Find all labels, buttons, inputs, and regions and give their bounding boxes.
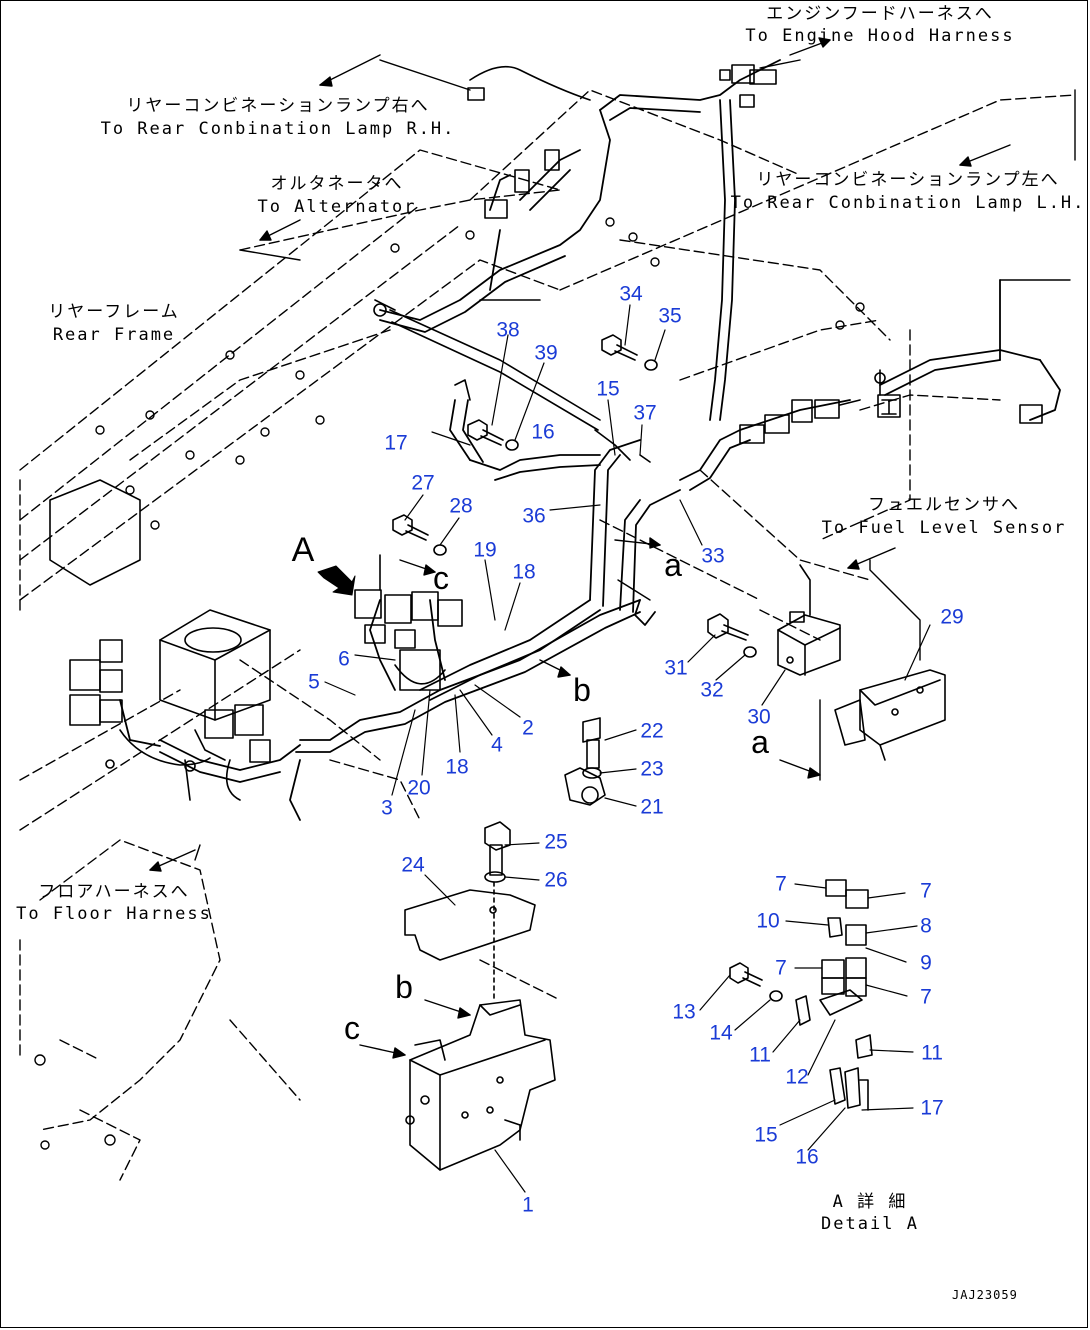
- callout-36: 36: [522, 504, 546, 528]
- callout-21: 21: [640, 795, 664, 819]
- callout-2: 2: [522, 716, 534, 740]
- detail-callout-7-c: 7: [775, 956, 787, 980]
- top-connectors: [373, 64, 777, 317]
- relay-cluster: [354, 554, 463, 691]
- detail-a-label-jp: A 詳 細: [832, 1192, 908, 1212]
- callout-33: 33: [701, 544, 725, 568]
- rear-frame-label-en: Rear Frame: [52, 325, 176, 345]
- fuel-sensor-label-en: To Fuel Level Sensor: [821, 518, 1067, 538]
- detail-callout-11-a: 11: [749, 1043, 771, 1067]
- callout-30: 30: [747, 705, 771, 729]
- rear-frame-label-jp: リヤーフレーム: [48, 302, 180, 322]
- left-connectors: [69, 639, 271, 763]
- direction-arrows: [149, 37, 1076, 1059]
- engine-hood-label-en: To Engine Hood Harness: [745, 26, 1015, 46]
- rear-comb-rh-label-en: To Rear Conbination Lamp R.H.: [100, 119, 456, 139]
- callout-29: 29: [940, 605, 964, 629]
- floor-harness-label-en: To Floor Harness: [16, 904, 212, 924]
- callout-17: 17: [384, 431, 408, 455]
- view-letter-a-top: a: [664, 547, 682, 583]
- callout-1: 1: [522, 1193, 534, 1217]
- view-letter-b-top: b: [573, 672, 591, 708]
- tank-block: [49, 479, 271, 721]
- view-a-arrow: [317, 565, 356, 596]
- view-letter-b-bottom: b: [395, 969, 413, 1005]
- callout-31: 31: [664, 656, 688, 680]
- detail-callout-7-a: 7: [775, 872, 787, 896]
- callout-3: 3: [381, 796, 393, 820]
- rear-comb-lh-label-jp: リヤーコンビネーションランプ左へ: [756, 170, 1060, 190]
- detail-callout-14: 14: [709, 1021, 733, 1045]
- callout-26: 26: [544, 868, 568, 892]
- fuel-sensor-bracket: [834, 669, 946, 761]
- detail-callout-16: 16: [795, 1145, 819, 1169]
- callout-6: 6: [338, 647, 350, 671]
- detail-callout-13: 13: [672, 1000, 696, 1024]
- view-letter-a-bottom: a: [751, 724, 769, 760]
- detail-callout-10: 10: [756, 909, 780, 933]
- part-24-25-26: [404, 821, 536, 1001]
- rear-comb-lh-label-en: To Rear Conbination Lamp L.H.: [730, 193, 1086, 213]
- view-letter-A: A: [291, 531, 315, 569]
- bolt-parts: [389, 299, 658, 556]
- callout-39: 39: [534, 341, 558, 365]
- callout-22: 22: [640, 719, 664, 743]
- detail-callout-8: 8: [920, 914, 932, 938]
- frame-holes: [34, 217, 865, 1150]
- bolt-31: [707, 613, 757, 658]
- main-harness: [119, 59, 1061, 821]
- callout-35: 35: [658, 304, 682, 328]
- part-1-box: [405, 999, 556, 1171]
- callout-4: 4: [491, 733, 503, 757]
- alternator-label-en: To Alternator: [257, 197, 417, 217]
- callout-37: 37: [633, 401, 657, 425]
- detail-a-parts: [729, 879, 873, 1111]
- callout-19: 19: [473, 538, 497, 562]
- callout-15: 15: [596, 377, 620, 401]
- detail-a-label-en: Detail A: [821, 1214, 919, 1234]
- view-letter-c-bottom: c: [344, 1010, 360, 1046]
- alternator-label-jp: オルタネータへ: [270, 174, 404, 194]
- part-21-22-23: [564, 717, 606, 806]
- detail-callout-7-b: 7: [920, 879, 932, 903]
- callout-16: 16: [531, 420, 555, 444]
- leader-lines: [324, 304, 931, 1193]
- callout-32: 32: [700, 678, 724, 702]
- callout-28: 28: [449, 494, 473, 518]
- bottom-cables: [105, 729, 241, 801]
- fuel-sensor-unit: [777, 564, 841, 676]
- detail-callout-7-d: 7: [920, 985, 932, 1009]
- detail-callout-12: 12: [785, 1065, 809, 1089]
- callout-18-bottom: 18: [445, 755, 469, 779]
- callout-24: 24: [401, 853, 425, 877]
- engine-hood-label-jp: エンジンフードハーネスへ: [766, 4, 994, 24]
- callout-18-top: 18: [512, 560, 536, 584]
- rear-comb-rh-label-jp: リヤーコンビネーションランプ右へ: [126, 96, 430, 116]
- callout-27: 27: [411, 471, 435, 495]
- callout-20: 20: [407, 776, 431, 800]
- view-letter-c-top: c: [433, 560, 449, 596]
- callout-38: 38: [496, 318, 520, 342]
- callout-25: 25: [544, 830, 568, 854]
- detail-callout-17: 17: [920, 1096, 944, 1120]
- drawing-code: JAJ23059: [952, 1288, 1018, 1302]
- fuel-sensor-label-jp: フュエルセンサへ: [868, 495, 1020, 515]
- detail-callout-15: 15: [754, 1123, 778, 1147]
- detail-callout-11-b: 11: [921, 1041, 943, 1065]
- callout-34: 34: [619, 282, 643, 306]
- right-connectors: [739, 369, 1043, 444]
- detail-callout-9: 9: [920, 951, 932, 975]
- floor-harness-label-jp: フロアハーネスへ: [38, 882, 190, 902]
- callout-23: 23: [640, 757, 664, 781]
- callout-5: 5: [308, 670, 320, 694]
- rear-frame-outline: [19, 89, 1076, 1181]
